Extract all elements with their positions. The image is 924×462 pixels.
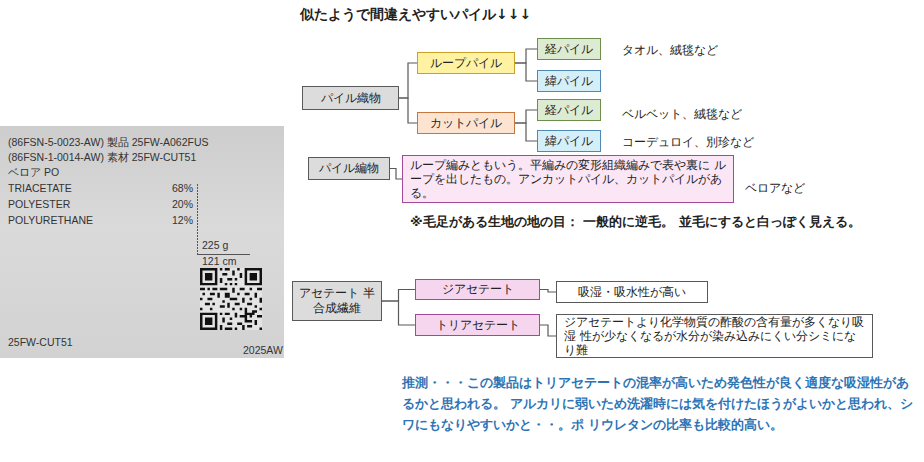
code-line: (86FSN-1-0014-AW) 素材 25FW-CUT51 — [8, 151, 196, 165]
diagram-title: 似たようで間違えやすいパイル↓↓↓ — [300, 6, 531, 24]
node-text: 経パイル — [545, 42, 593, 57]
inference-note: 推測・・・この製品はトリアセテートの混率が高いため発色性が良く適度な吸湿性がある… — [402, 372, 917, 435]
node-text: パイル編物 — [319, 161, 379, 176]
subtype-box: 緯パイル — [537, 130, 601, 152]
description-box: ループ編みともいう。平編みの変形組織編みで表や裏に ループを出したもの。アンカッ… — [402, 155, 734, 203]
bracket-connector — [399, 98, 417, 123]
category-box: パイル編物 — [308, 157, 390, 180]
type-box: ジアセテート — [415, 279, 540, 300]
node-text: ジアセテートより化学物質の酢酸の含有量が多くなり吸湿 性が少なくなるが水分が染み… — [564, 315, 865, 357]
bracket-connector — [382, 301, 415, 325]
subtype-box: 経パイル — [537, 38, 601, 60]
category-box: アセテート 半合成繊維 — [292, 281, 382, 321]
node-text: カットパイル — [430, 116, 502, 131]
example-note: コーデュロイ、別珍など — [622, 134, 754, 151]
bracket-connector — [515, 110, 537, 123]
season-code: 2025AW — [243, 344, 283, 356]
example-note: ベルベット、絨毯など — [622, 106, 742, 123]
node-text: 緯パイル — [545, 74, 593, 89]
description-box: ジアセテートより化学物質の酢酸の含有量が多くなり吸湿 性が少なくなるが水分が染み… — [556, 314, 873, 358]
node-text: ループパイル — [430, 56, 502, 71]
bracket-connector — [540, 290, 556, 293]
bracket-connector — [540, 325, 556, 336]
width-value: 121 cm — [202, 255, 236, 267]
code-line: (86FSN-5-0023-AW) 製品 25FW-A062FUS — [8, 136, 209, 150]
node-text: 経パイル — [545, 103, 593, 118]
fiber-percent: 12% — [172, 214, 193, 226]
type-box: トリアセテート — [415, 314, 540, 336]
node-text: ループ編みともいう。平編みの変形組織編みで表や裏に ループを出したもの。アンカッ… — [410, 158, 726, 200]
subtype-box: 経パイル — [537, 99, 601, 121]
example-note: タオル、絨毯など — [622, 42, 718, 59]
category-box: パイル織物 — [302, 86, 399, 110]
product-label-card: (86FSN-5-0023-AW) 製品 25FW-A062FUS(86FSN-… — [0, 126, 284, 358]
bracket-connector — [382, 290, 415, 302]
fiber-name: TRIACETATE — [8, 182, 72, 194]
node-text: ジアセテート — [442, 282, 514, 297]
bracket-connector — [515, 123, 537, 141]
subtype-box: 緯パイル — [537, 70, 601, 92]
fabric-name: ベロア PO — [8, 166, 59, 180]
example-note: ベロアなど — [745, 180, 805, 197]
fiber-percent: 68% — [172, 182, 193, 194]
bracket-connector — [399, 63, 417, 98]
property-box: 吸湿・吸水性が高い — [556, 281, 708, 303]
fiber-percent: 20% — [172, 198, 193, 210]
bracket-connector — [390, 169, 402, 180]
type-box: ループパイル — [417, 52, 515, 74]
material-code: 25FW-CUT51 — [8, 336, 73, 348]
node-text: トリアセテート — [436, 318, 520, 333]
fiber-name: POLYESTER — [8, 198, 70, 210]
weight-value: 225 g — [202, 239, 228, 251]
bracket-connector — [515, 49, 537, 63]
grain-note: ※毛足がある生地の地の目： 一般的に逆毛。 並毛にすると白っぽく見える。 — [410, 213, 861, 231]
node-text: 緯パイル — [545, 134, 593, 149]
node-text: パイル織物 — [321, 91, 381, 106]
node-text: アセテート 半合成繊維 — [296, 286, 378, 316]
node-text: 吸湿・吸水性が高い — [578, 285, 686, 300]
bracket-connector — [515, 63, 537, 81]
type-box: カットパイル — [417, 112, 515, 134]
fiber-name: POLYURETHANE — [8, 214, 93, 226]
